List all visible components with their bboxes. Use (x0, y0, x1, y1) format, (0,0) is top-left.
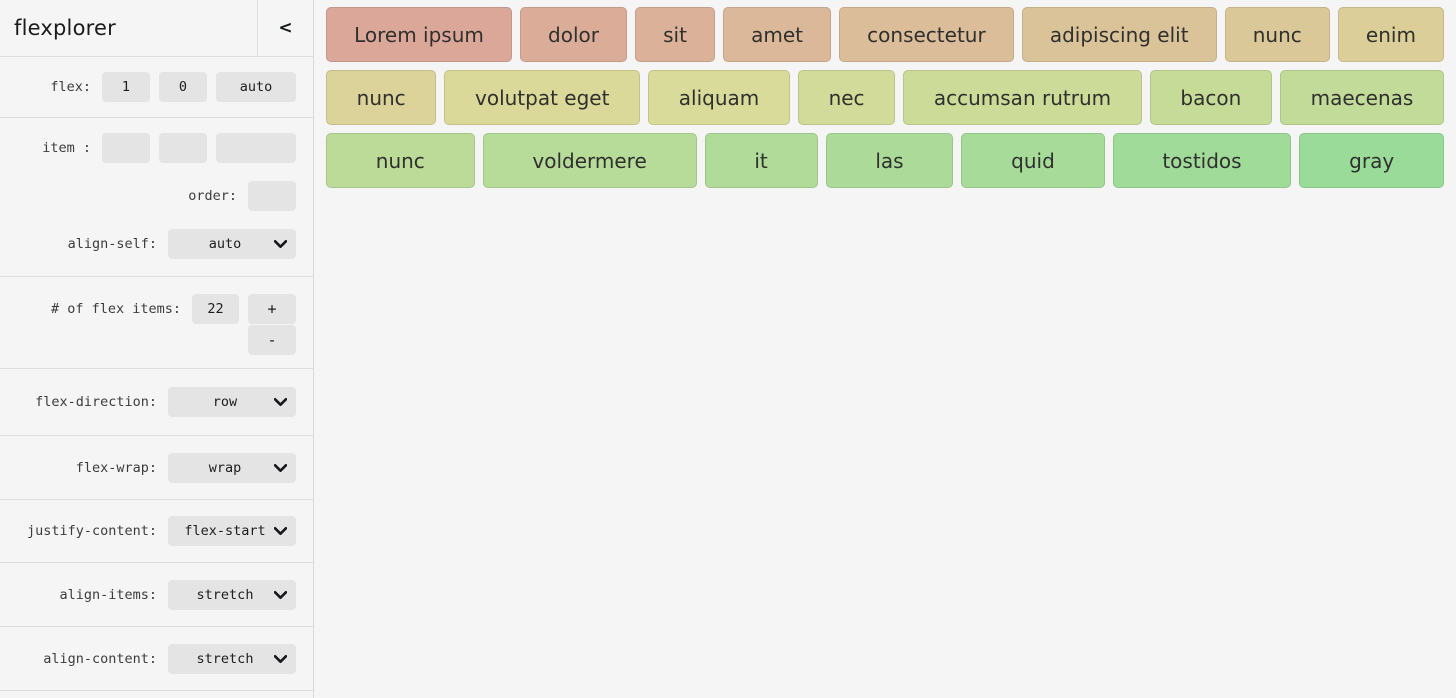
align-items-select[interactable]: stretch (168, 579, 296, 610)
flex-basis-input[interactable] (216, 72, 296, 102)
chevron-down-icon (274, 654, 287, 663)
align-items-value: stretch (196, 586, 254, 603)
align-self-value: auto (208, 236, 242, 252)
flex-wrap-value: wrap (208, 459, 242, 476)
item-flex-shrink-input[interactable] (159, 133, 207, 163)
flex-item: las (825, 133, 954, 188)
align-items-section: align-items: stretch (0, 563, 313, 627)
chevron-down-icon (274, 239, 287, 249)
flex-direction-value: row (212, 394, 238, 410)
flex-item: gray (1299, 133, 1444, 188)
align-self-select[interactable]: auto (168, 229, 296, 259)
flex-item: tostidos (1112, 133, 1292, 188)
collapse-sidebar-button[interactable]: < (257, 0, 313, 56)
remove-item-button[interactable]: - (248, 325, 296, 355)
flex-item: dolor (519, 7, 628, 62)
flex-item: maecenas (1279, 70, 1444, 125)
flex-item: nunc (1224, 7, 1330, 62)
item-flex-basis-input[interactable] (216, 133, 296, 163)
flex-item: bacon (1149, 70, 1272, 125)
order-input[interactable] (248, 181, 296, 211)
justify-content-select[interactable]: flex-start (168, 516, 296, 546)
flex-item: aliquam (648, 70, 790, 125)
app-title: flexplorer (14, 16, 116, 40)
flex-wrap-section: flex-wrap: wrap (0, 436, 313, 500)
item-count-section: # of flex items: + - (0, 277, 313, 369)
flex-item: volutpat eget (444, 70, 641, 125)
flex-item: quid (961, 133, 1105, 188)
add-item-button[interactable]: + (248, 294, 296, 324)
flex-grow-input[interactable] (102, 72, 150, 102)
item-count-label: # of flex items: (50, 301, 181, 317)
item-label: item : (42, 140, 91, 156)
order-label: order: (188, 188, 237, 204)
chevron-down-icon (274, 463, 287, 472)
flex-item: Lorem ipsum (326, 7, 512, 62)
chevron-down-icon (274, 397, 287, 407)
flex-direction-section: flex-direction: row (0, 369, 313, 436)
flex-item: nunc (326, 133, 475, 188)
justify-content-section: justify-content: flex-start (0, 500, 313, 563)
flex-item: enim (1337, 7, 1445, 62)
flex-item: voldermere (482, 133, 697, 188)
item-flex-grow-input[interactable] (102, 133, 150, 163)
align-content-select[interactable]: stretch (168, 643, 296, 674)
align-self-label: align-self: (67, 236, 157, 252)
flex-wrap-select[interactable]: wrap (168, 452, 296, 483)
flex-item: it (704, 133, 818, 188)
chevron-down-icon (274, 590, 287, 599)
justify-content-value: flex-start (184, 523, 266, 539)
flex-item: consectetur (839, 7, 1014, 62)
sidebar-header: flexplorer < (0, 0, 313, 57)
flex-wrap-label: flex-wrap: (75, 459, 157, 476)
align-content-label: align-content: (43, 650, 157, 667)
flex-direction-label: flex-direction: (35, 394, 157, 410)
sidebar: flexplorer < flex: item : order: a (0, 0, 314, 698)
flex-item: sit (635, 7, 716, 62)
flex-direction-select[interactable]: row (168, 387, 296, 417)
flex-item: nunc (326, 70, 437, 125)
flex-item: nec (797, 70, 896, 125)
flex-item: adipiscing elit (1021, 7, 1217, 62)
item-count-input[interactable] (192, 294, 239, 324)
align-content-value: stretch (196, 650, 254, 667)
align-items-label: align-items: (59, 586, 157, 603)
flex-section: flex: (0, 57, 313, 118)
chevron-down-icon (274, 526, 287, 536)
item-section: item : order: align-self: auto (0, 118, 313, 277)
flex-item: amet (723, 7, 832, 62)
flex-item: accumsan rutrum (903, 70, 1142, 125)
flex-shrink-input[interactable] (159, 72, 207, 102)
flex-label: flex: (50, 79, 91, 95)
align-content-section: align-content: stretch (0, 627, 313, 691)
justify-content-label: justify-content: (26, 523, 157, 539)
